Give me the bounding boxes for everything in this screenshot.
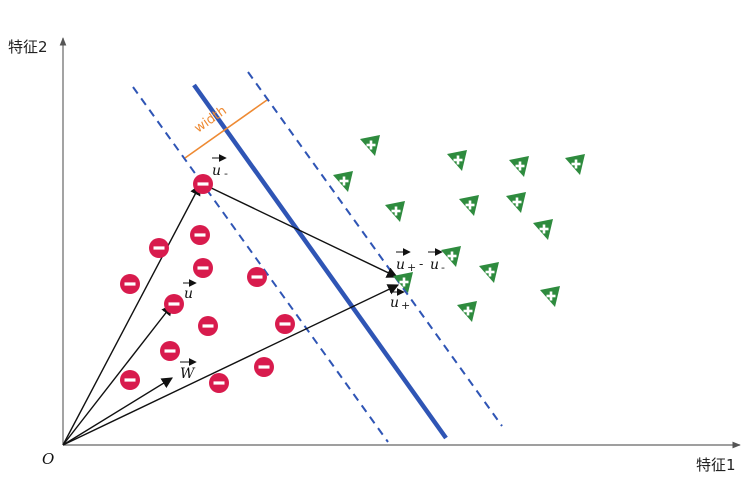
minus-icon bbox=[124, 282, 136, 286]
vector-u-plus bbox=[62, 284, 400, 446]
positive-sample bbox=[360, 135, 380, 156]
negative-sample bbox=[247, 267, 267, 287]
plus-icon-vertical bbox=[369, 140, 373, 150]
label-u-text: u bbox=[184, 286, 193, 302]
plus-icon-vertical bbox=[342, 176, 346, 186]
positive-sample bbox=[506, 192, 526, 213]
plus-icon-vertical bbox=[515, 197, 519, 207]
positive-sample bbox=[540, 286, 560, 307]
plus-icon-vertical bbox=[468, 200, 472, 210]
plus-icon-vertical bbox=[518, 161, 522, 171]
negative-sample bbox=[193, 174, 213, 194]
width-bracket bbox=[184, 99, 268, 159]
y-axis-label: 特征2 bbox=[8, 38, 48, 56]
label-u-plus: u + bbox=[390, 288, 410, 312]
x-axis-label: 特征1 bbox=[696, 456, 736, 474]
negative-sample bbox=[164, 294, 184, 314]
label-w: W bbox=[180, 358, 197, 382]
positive-sample bbox=[447, 150, 467, 171]
negative-sample bbox=[190, 225, 210, 245]
negative-sample bbox=[120, 370, 140, 390]
plus-icon-vertical bbox=[549, 291, 553, 301]
plus-icon-vertical bbox=[402, 277, 406, 287]
positive-sample bbox=[441, 246, 461, 267]
minus-icon bbox=[153, 246, 165, 250]
origin-label: O bbox=[42, 450, 54, 468]
minus-icon bbox=[197, 182, 209, 186]
label-difference-sep: - bbox=[419, 257, 423, 271]
label-difference-b: u bbox=[430, 257, 439, 273]
minus-icon bbox=[168, 302, 180, 306]
label-difference-b-sub: - bbox=[441, 261, 445, 274]
label-w-text: W bbox=[180, 366, 196, 382]
label-difference: u + - u - bbox=[396, 248, 445, 274]
plus-icon-vertical bbox=[466, 306, 470, 316]
negative-sample bbox=[160, 341, 180, 361]
negative-sample bbox=[198, 316, 218, 336]
label-difference-a: u bbox=[396, 257, 405, 273]
negative-margin-line bbox=[132, 86, 389, 443]
positive-margin-line bbox=[247, 71, 503, 427]
plus-icon-vertical bbox=[450, 251, 454, 261]
positive-samples bbox=[333, 135, 585, 322]
minus-icon bbox=[194, 233, 206, 237]
label-u-minus-text: u bbox=[212, 163, 221, 179]
positive-sample bbox=[459, 195, 479, 216]
label-u: u bbox=[183, 279, 197, 302]
vector-difference bbox=[204, 184, 399, 278]
positive-sample bbox=[509, 156, 529, 177]
positive-sample bbox=[333, 171, 353, 192]
negative-sample bbox=[275, 314, 295, 334]
label-u-minus: u - bbox=[212, 154, 228, 180]
label-u-plus-sub: + bbox=[401, 299, 410, 312]
vector-u bbox=[62, 304, 173, 446]
negative-sample bbox=[149, 238, 169, 258]
vector-w bbox=[62, 377, 173, 446]
positive-sample bbox=[565, 154, 585, 175]
minus-icon bbox=[202, 324, 214, 328]
minus-icon bbox=[258, 365, 270, 369]
minus-icon bbox=[164, 349, 176, 353]
vector-u-minus bbox=[62, 184, 201, 446]
label-u-minus-sub: - bbox=[224, 167, 228, 180]
negative-sample bbox=[254, 357, 274, 377]
decision-hyperplane bbox=[192, 83, 448, 440]
positive-sample bbox=[393, 272, 413, 293]
positive-sample bbox=[457, 301, 477, 322]
positive-sample bbox=[479, 262, 499, 283]
plus-icon-vertical bbox=[488, 267, 492, 277]
positive-sample bbox=[533, 219, 553, 240]
plus-icon-vertical bbox=[394, 206, 398, 216]
negative-sample bbox=[193, 258, 213, 278]
positive-sample bbox=[385, 201, 405, 222]
minus-icon bbox=[124, 378, 136, 382]
negative-sample bbox=[209, 373, 229, 393]
label-difference-a-sub: + bbox=[407, 261, 416, 274]
label-u-plus-text: u bbox=[390, 295, 399, 311]
minus-icon bbox=[213, 381, 225, 385]
negative-samples bbox=[120, 174, 295, 393]
minus-icon bbox=[251, 275, 263, 279]
minus-icon bbox=[197, 266, 209, 270]
plus-icon-vertical bbox=[574, 159, 578, 169]
plus-icon-vertical bbox=[542, 224, 546, 234]
minus-icon bbox=[279, 322, 291, 326]
negative-sample bbox=[120, 274, 140, 294]
plus-icon-vertical bbox=[456, 155, 460, 165]
